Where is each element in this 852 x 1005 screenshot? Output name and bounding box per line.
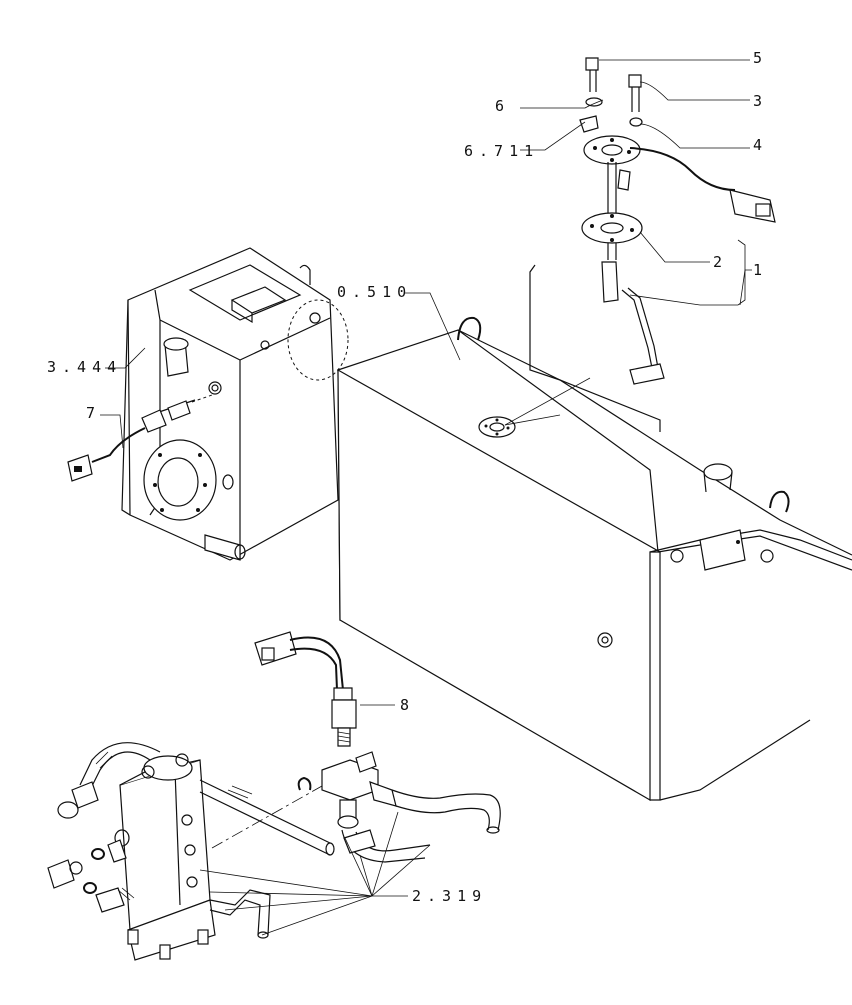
callout-4: 4: [753, 136, 762, 154]
hydraulic-housing: [121, 247, 349, 561]
callout-3-444: 3.444: [47, 358, 122, 376]
fuel-tank: [337, 316, 852, 802]
fuel-level-sender: [529, 57, 776, 432]
callout-5: 5: [753, 49, 762, 67]
temperature-sensor: [67, 394, 213, 482]
callout-2-319: 2.319: [412, 887, 487, 905]
pressure-switch: [254, 631, 357, 747]
callout-3: 3: [753, 92, 762, 110]
callout-6: 6: [495, 97, 504, 115]
callout-labels: 5 3 4 6 6.711 2 1 0.510 3.444 7 8 2.319: [47, 49, 762, 905]
callout-1: 1: [753, 261, 762, 279]
leader-lines: [100, 59, 752, 936]
callout-7: 7: [86, 404, 95, 422]
callout-0-510: 0.510: [337, 283, 412, 301]
callout-2: 2: [713, 253, 722, 271]
callout-8: 8: [400, 696, 409, 714]
tee-fitting: [211, 751, 501, 863]
callout-6-711: 6.711: [464, 142, 539, 160]
valve-block: [47, 742, 335, 961]
